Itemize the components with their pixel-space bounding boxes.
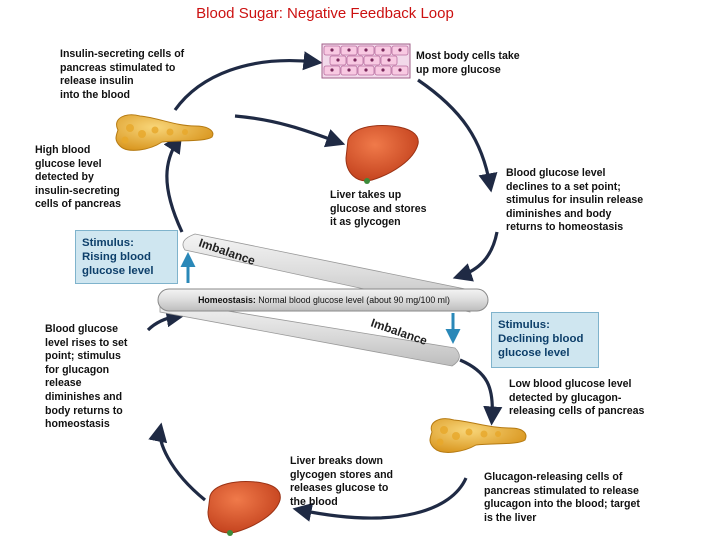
liver-top-illustration xyxy=(345,125,419,184)
label-liver-takes-up: Liver takes up glucose and stores it as … xyxy=(330,189,427,229)
label-body-cells: Most body cells take up more glucose xyxy=(416,50,520,76)
loop-arrow-liver-to-rises xyxy=(148,422,207,502)
loop-arrow-rises-to-homeostasis xyxy=(146,308,186,332)
label-insulin-secreting: Insulin-secreting cells of pancreas stim… xyxy=(60,48,185,101)
loop-arrow-insulin-to-liver xyxy=(234,114,346,148)
loop-arrow-decline-to-imbalance xyxy=(452,231,499,282)
loop-arrow-imbalance-to-low xyxy=(459,358,503,426)
pancreas-bottom-illustration xyxy=(429,418,527,453)
diagram-title: Blood Sugar: Negative Feedback Loop xyxy=(196,5,454,22)
liver-bottom-illustration xyxy=(207,481,281,536)
stimulus-rising-box: Stimulus: Rising blood glucose level xyxy=(75,230,178,284)
homeostasis-bar xyxy=(157,288,489,312)
homeostasis-text: Normal blood glucose level (about 90 mg/… xyxy=(258,295,450,305)
loop-arrow-cells-to-decline xyxy=(417,78,498,193)
pancreas-top-illustration xyxy=(115,114,214,151)
label-high-glucose: High blood glucose level detected by ins… xyxy=(35,144,121,211)
label-declines: Blood glucose level declines to a set po… xyxy=(506,167,644,234)
body-cells-illustration xyxy=(321,43,411,79)
homeostasis-heading: Homeostasis: xyxy=(198,295,256,305)
loop-arrow-high-to-insulin xyxy=(163,133,184,233)
stimulus-declining-box: Stimulus: Declining blood glucose level xyxy=(491,312,599,368)
label-liver-breaks-down: Liver breaks down glycogen stores and re… xyxy=(290,455,394,508)
homeostasis-label: Homeostasis: Normal blood glucose level … xyxy=(164,290,484,310)
imbalance-beam-bottom xyxy=(159,299,460,367)
label-rises: Blood glucose level rises to set point; … xyxy=(45,323,128,431)
label-glucagon-releasing: Glucagon-releasing cells of pancreas sti… xyxy=(484,471,640,524)
loop-arrow-insulin-to-cells xyxy=(173,51,323,111)
loop-arrow-glucagon-to-liver xyxy=(292,477,468,522)
label-low-glucose: Low blood glucose level detected by gluc… xyxy=(509,378,645,418)
